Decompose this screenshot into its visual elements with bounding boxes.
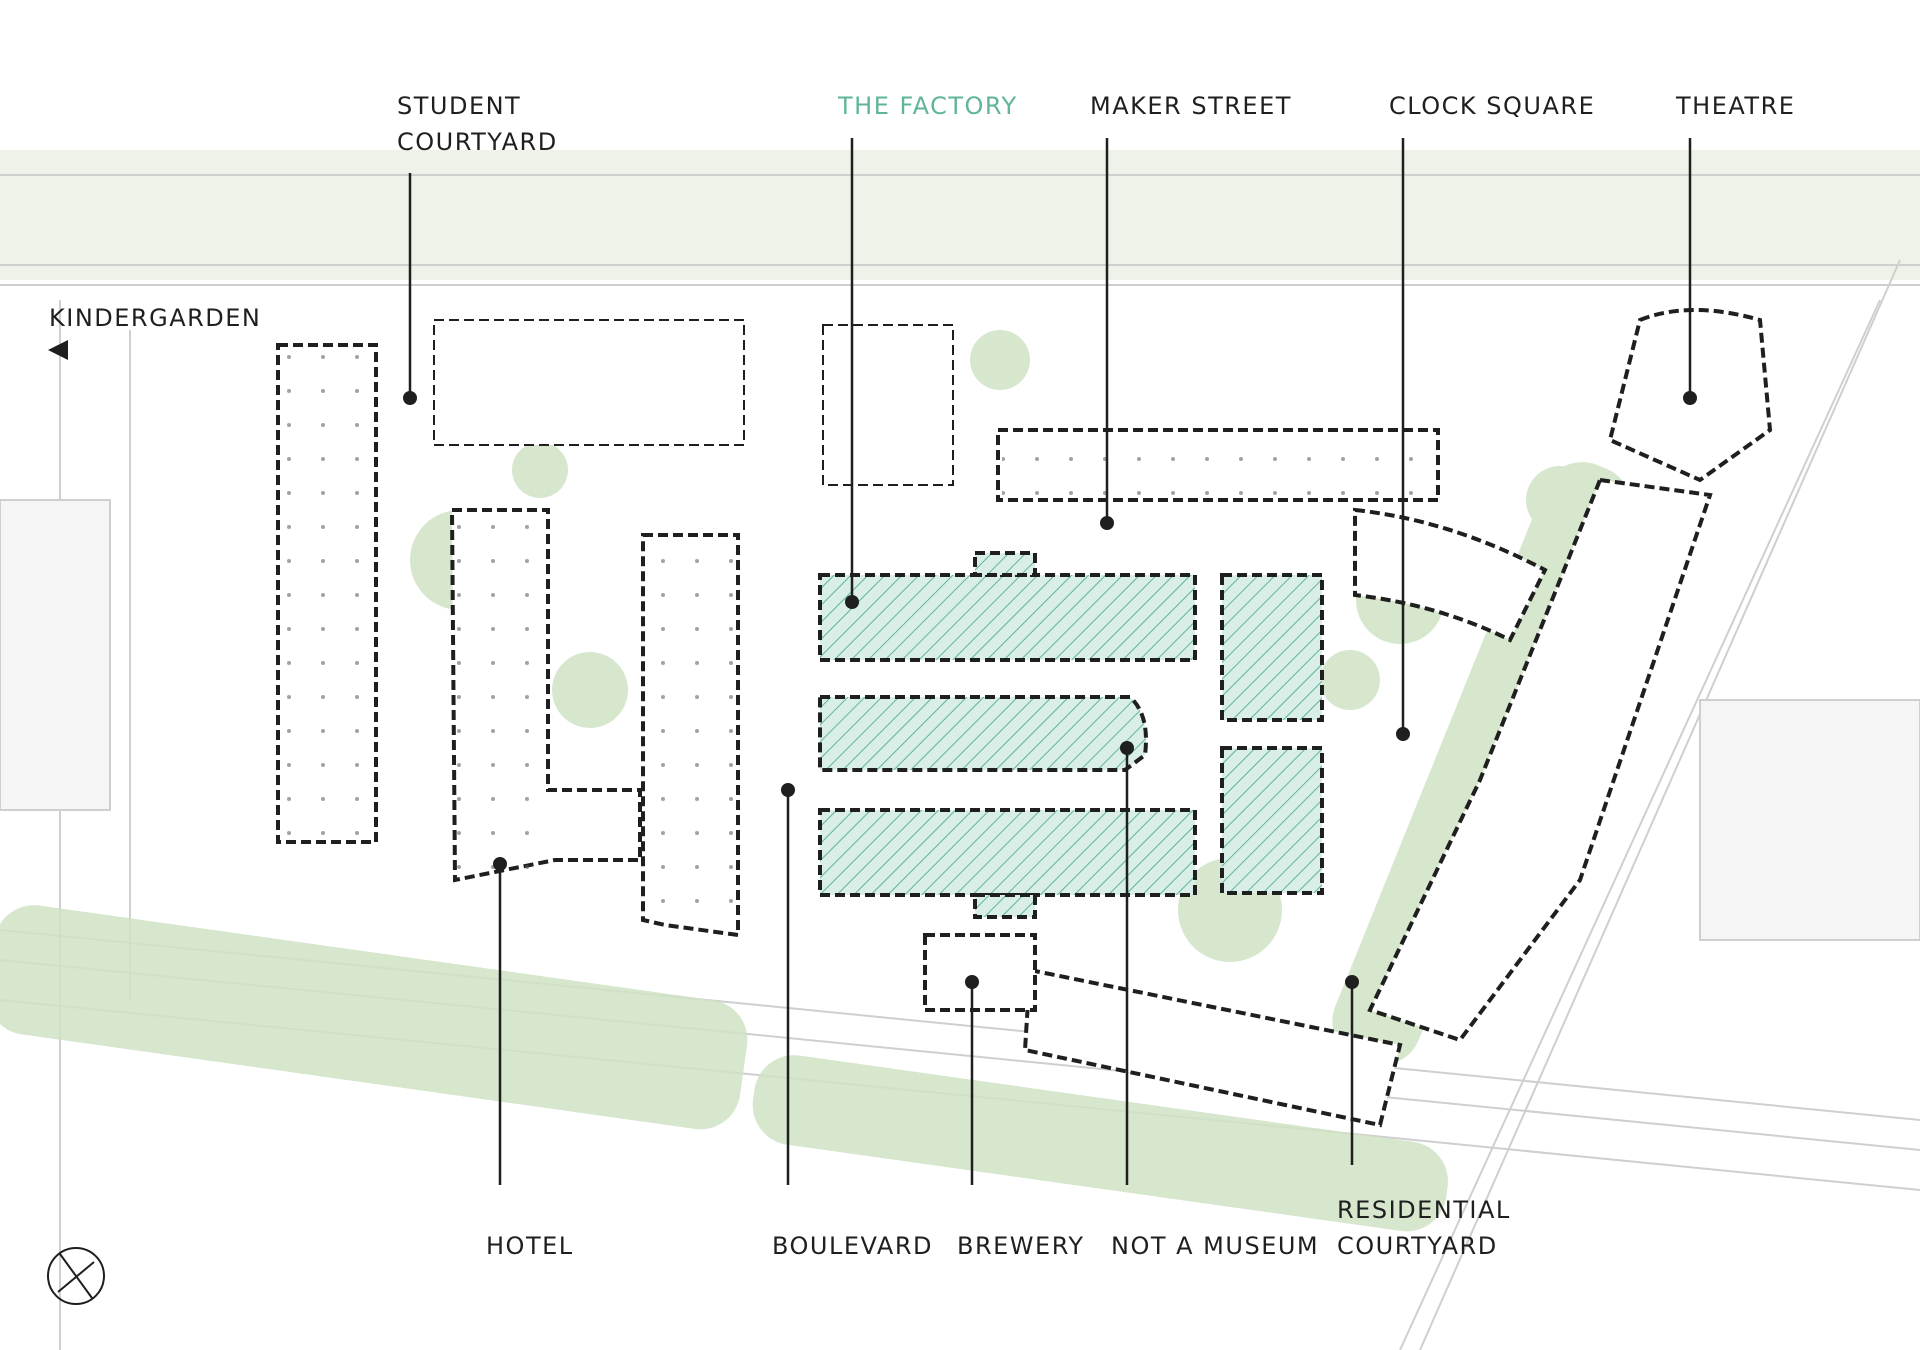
label-kindergarden: KINDERGARDEN <box>49 304 262 332</box>
label-maker-street: MAKER STREET <box>1090 92 1292 120</box>
label-brewery: BREWERY <box>957 1232 1085 1260</box>
marker-the-factory <box>845 595 859 609</box>
marker-maker-street <box>1100 516 1114 530</box>
marker-not-a-museum <box>1120 741 1134 755</box>
building-grids <box>282 350 1434 930</box>
marker-theatre <box>1683 391 1697 405</box>
label-not-a-museum: NOT A MUSEUM <box>1111 1232 1320 1260</box>
arrow-left-icon <box>48 340 68 360</box>
label-clock-square: CLOCK SQUARE <box>1389 92 1596 120</box>
context-streets <box>0 150 1920 1350</box>
label-markers <box>403 391 1697 989</box>
label-boulevard: BOULEVARD <box>772 1232 933 1260</box>
leader-lines <box>408 138 1692 1185</box>
label-student-courtyard: STUDENT COURTYARD <box>397 92 558 156</box>
marker-clock-square <box>1396 727 1410 741</box>
north-arrow-icon <box>47 1247 105 1305</box>
marker-brewery <box>965 975 979 989</box>
label-residential-courtyard: RESIDENTIAL COURTYARD <box>1337 1196 1511 1260</box>
the-factory-buildings <box>818 551 1324 919</box>
marker-hotel <box>493 857 507 871</box>
label-hotel: HOTEL <box>486 1232 574 1260</box>
label-the-factory: THE FACTORY <box>838 92 1018 120</box>
label-theatre: THEATRE <box>1676 92 1796 120</box>
marker-student-courtyard <box>403 391 417 405</box>
marker-boulevard <box>781 783 795 797</box>
marker-residential-courtyard <box>1345 975 1359 989</box>
